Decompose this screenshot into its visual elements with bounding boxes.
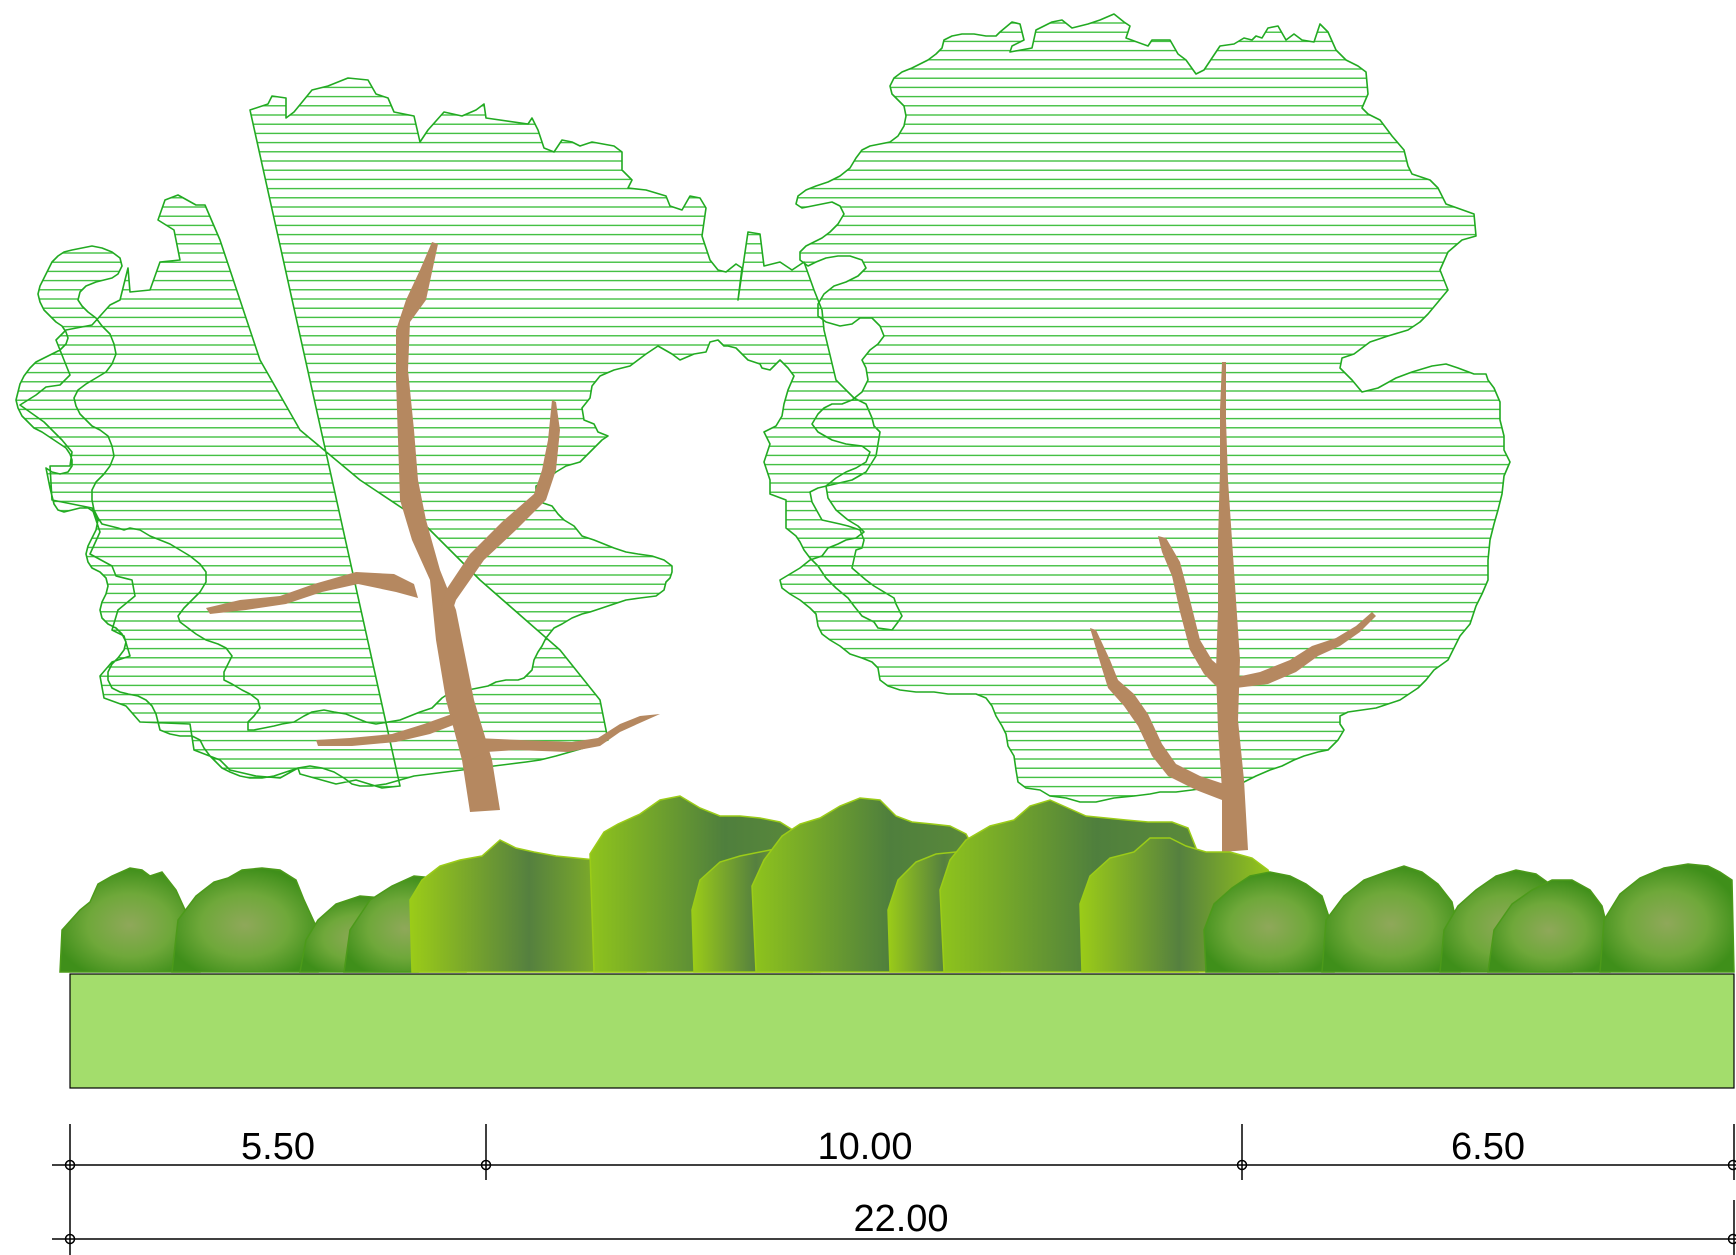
dim-marker-1 xyxy=(480,1159,492,1171)
right-branch-low-left xyxy=(1090,628,1224,800)
dimension-label-total: 22.00 xyxy=(853,1198,949,1240)
bush-2 xyxy=(171,867,319,973)
right-branch-right xyxy=(1232,612,1376,688)
right-trunk-main xyxy=(1216,362,1248,852)
dimension-label-segment-3: 6.50 xyxy=(1451,1126,1525,1168)
right-tree-canopy xyxy=(779,13,1511,803)
left-branch-low-left xyxy=(316,714,456,746)
bush-16 xyxy=(1599,863,1735,973)
dim-marker-0 xyxy=(64,1159,76,1171)
dim-marker-3 xyxy=(1727,1159,1736,1171)
dim-marker-2 xyxy=(1236,1159,1248,1171)
left-branch-left xyxy=(206,572,418,614)
bush-13 xyxy=(1321,865,1461,973)
ground-strip xyxy=(69,973,1735,1089)
dimension-lines xyxy=(52,1124,1736,1255)
left-branch-right-upper xyxy=(438,400,560,630)
dimension-label-segment-2: 10.00 xyxy=(817,1126,913,1168)
left-tree-trunk xyxy=(206,242,660,812)
shrub-row xyxy=(59,795,1735,973)
left-trunk-main xyxy=(396,242,500,812)
dimension-label-segment-1: 5.50 xyxy=(241,1126,315,1168)
dim-marker-5 xyxy=(1727,1233,1736,1245)
right-branch-left xyxy=(1158,536,1226,690)
right-tree-trunk xyxy=(1090,362,1376,852)
left-branch-right-lower xyxy=(460,714,660,760)
dim-marker-4 xyxy=(64,1233,76,1245)
